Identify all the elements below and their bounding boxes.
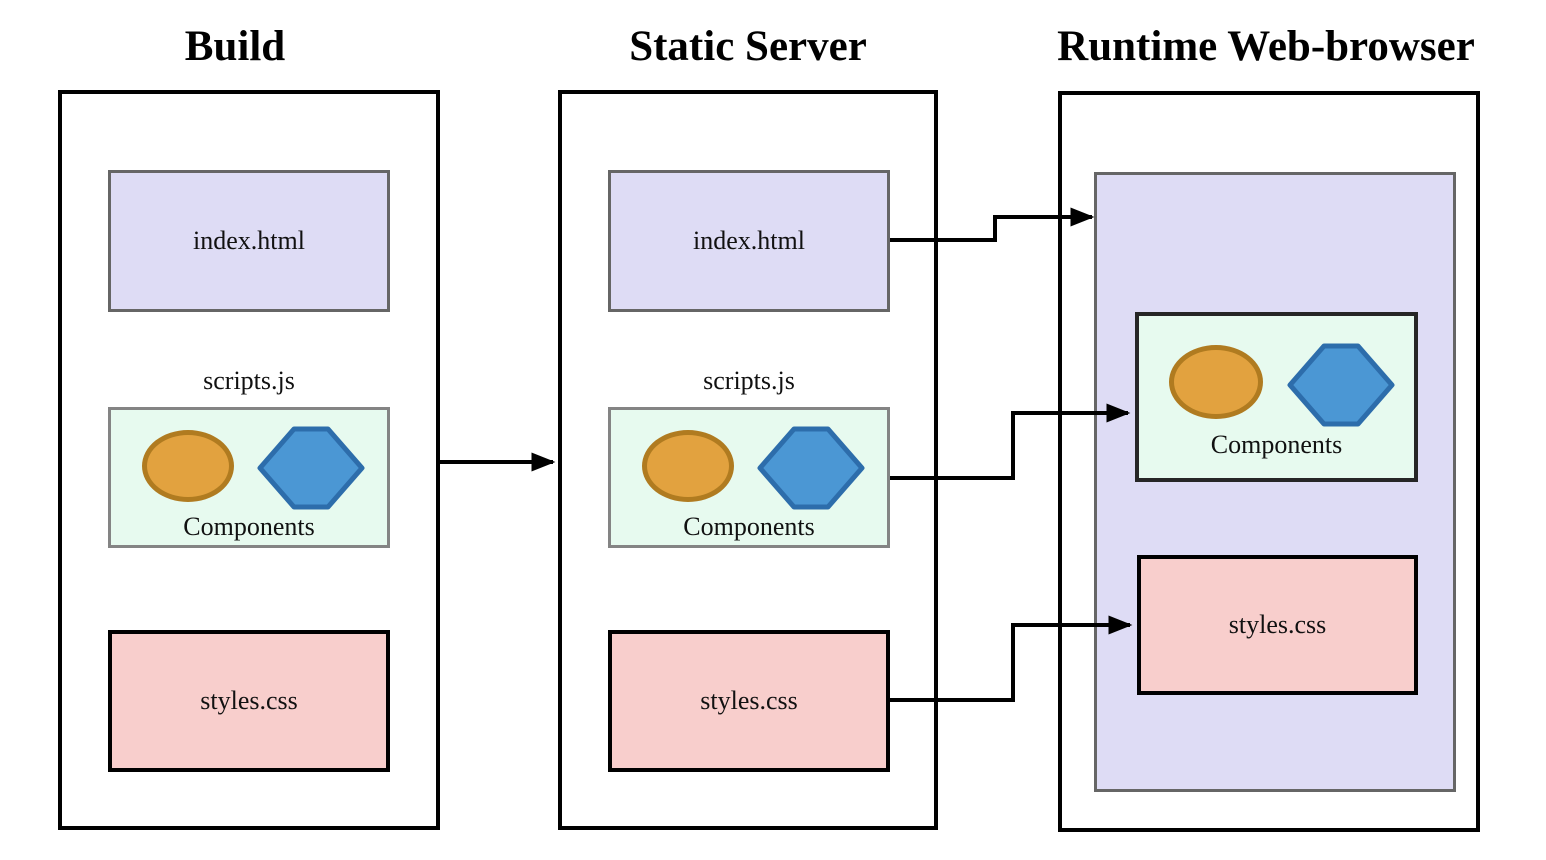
build-styles-css-label: styles.css	[200, 686, 298, 715]
server-components-box: Components	[608, 407, 890, 548]
server-index-html-label: index.html	[693, 226, 805, 255]
component-ellipse-icon	[142, 430, 234, 502]
server-index-html-box: index.html	[608, 170, 890, 312]
runtime-styles-css-box: styles.css	[1137, 555, 1418, 695]
runtime-components-box: Components	[1135, 312, 1418, 482]
runtime-styles-css-label: styles.css	[1228, 610, 1327, 639]
runtime-components-label: Components	[1210, 430, 1343, 459]
build-components-label: Components	[183, 512, 315, 541]
build-index-html-label: index.html	[193, 226, 305, 255]
component-hexagon-icon	[757, 426, 865, 510]
runtime-page-panel	[1094, 172, 1456, 792]
server-scripts-js-label: scripts.js	[703, 366, 795, 395]
build-styles-css-box: styles.css	[108, 630, 390, 772]
component-ellipse-icon	[642, 430, 734, 502]
server-styles-css-label: styles.css	[700, 686, 798, 715]
build-scripts-js-label: scripts.js	[203, 366, 295, 395]
build-components-box: Components	[108, 407, 390, 548]
server-styles-css-box: styles.css	[608, 630, 890, 772]
server-components-label: Components	[683, 512, 815, 541]
build-index-html-box: index.html	[108, 170, 390, 312]
build-column-title: Build	[184, 23, 286, 70]
component-ellipse-icon	[1169, 345, 1263, 419]
component-hexagon-icon	[1287, 343, 1395, 427]
component-hexagon-icon	[257, 426, 365, 510]
runtime-browser-column-title: Runtime Web-browser	[1057, 23, 1475, 70]
static-server-column-title: Static Server	[629, 23, 867, 70]
